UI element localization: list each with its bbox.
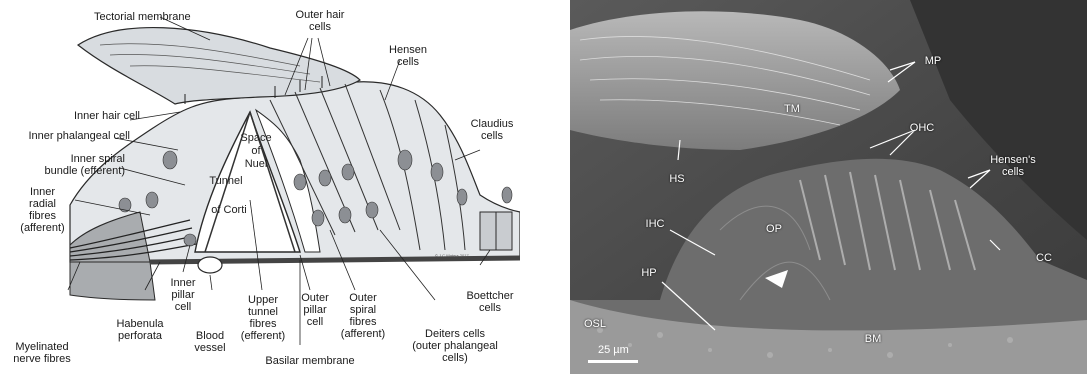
label-tunnel: Tunnel	[201, 175, 251, 188]
label-hensen-cells: Hensen cells	[378, 44, 438, 68]
sem-label-tm: TM	[777, 103, 807, 115]
label-claudius-cells: Claudius cells	[462, 118, 522, 142]
scale-bar	[588, 360, 638, 363]
label-space-of-nuel: Space of Nuel	[236, 132, 276, 171]
label-tectorial-membrane: Tectorial membrane	[94, 11, 234, 23]
label-inner-pillar-cell: Inner pillar cell	[158, 277, 208, 313]
label-outer-spiral-fibres: Outer spiral fibres (afferent)	[333, 292, 393, 340]
label-of-corti: of Corti	[199, 204, 259, 217]
sem-label-hensens-cells: Hensen's cells	[983, 154, 1043, 178]
copyright-note: © J C Waters 2017	[435, 253, 469, 258]
blood-vessel-shape	[198, 257, 222, 273]
sem-label-bm: BM	[858, 333, 888, 345]
label-upper-tunnel-fibres: Upper tunnel fibres (efferent)	[228, 294, 298, 342]
sem-label-osl: OSL	[580, 318, 610, 330]
label-myelinated-nerve-fibres: Myelinated nerve fibres	[2, 341, 82, 365]
sem-micrograph	[570, 0, 1087, 374]
label-basilar-membrane: Basilar membrane	[255, 355, 365, 367]
scale-bar-label: 25 µm	[598, 344, 629, 356]
sem-label-hp: HP	[637, 267, 661, 279]
sem-label-hs: HS	[665, 173, 689, 185]
sem-label-op: OP	[762, 223, 786, 235]
label-inner-phalangeal-cell: Inner phalangeal cell	[5, 130, 130, 142]
sem-label-ohc: OHC	[904, 122, 940, 134]
sem-label-mp: MP	[918, 55, 948, 67]
tectorial-membrane-shape	[78, 28, 360, 104]
label-inner-radial-fibres: Inner radial fibres (afferent)	[10, 186, 75, 234]
label-deiters-cells: Deiters cells (outer phalangeal cells)	[400, 328, 510, 364]
label-boettcher-cells: Boettcher cells	[460, 290, 520, 314]
label-outer-hair-cells: Outer hair cells	[285, 9, 355, 33]
label-inner-hair-cell: Inner hair cell	[30, 110, 140, 122]
sem-label-cc: CC	[1032, 252, 1056, 264]
label-habenula-perforata: Habenula perforata	[105, 318, 175, 342]
sem-label-ihc: IHC	[640, 218, 670, 230]
label-inner-spiral-bundle: Inner spiral bundle (efferent)	[5, 153, 125, 177]
